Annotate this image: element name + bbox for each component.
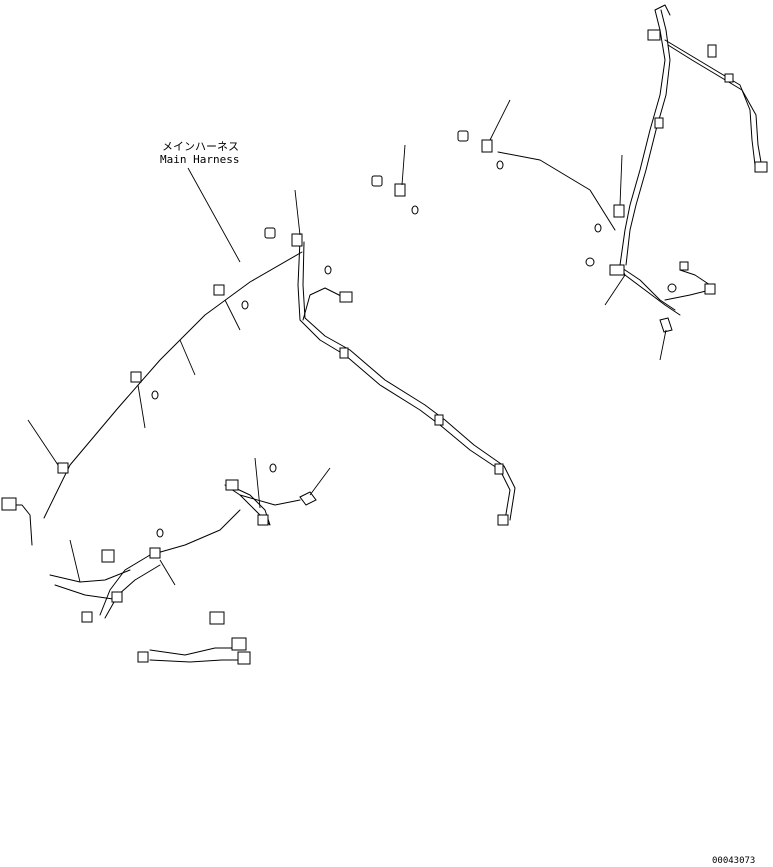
bolt-loop	[269, 463, 277, 473]
bolt-right-1	[585, 257, 595, 267]
bolt-1	[151, 390, 159, 400]
sensor-loop-branch	[224, 463, 317, 526]
connector-right-1	[609, 264, 625, 276]
connector-center-1	[339, 291, 353, 303]
clamp-4	[291, 233, 303, 247]
nut-2	[371, 175, 383, 187]
clip-top-2	[707, 44, 717, 58]
center-harness-branch	[297, 239, 516, 526]
nut-1	[264, 227, 276, 239]
bolt-4	[496, 160, 504, 170]
connector-left-end	[1, 497, 17, 511]
drawing-number: 00043073	[712, 856, 755, 866]
connector-center-2	[497, 514, 509, 526]
bolt-right-3	[594, 223, 602, 233]
clip-center-3	[494, 463, 504, 475]
leader-lines	[27, 99, 667, 586]
connector-lower-4	[101, 549, 115, 563]
main-harness-label-jp: メインハーネス	[162, 140, 239, 153]
clip-lower-3	[149, 547, 161, 559]
clip-center-1	[339, 347, 349, 359]
bolt-lower-1	[156, 528, 164, 538]
bolt-3	[411, 205, 419, 215]
clip-center-2	[434, 414, 444, 426]
connector-lower-2	[231, 637, 247, 651]
clamp-3	[213, 284, 225, 296]
connector-right-2	[704, 283, 716, 295]
clip-loop	[299, 491, 317, 506]
left-harness-branch	[1, 497, 139, 659]
clip-right	[659, 317, 673, 333]
connector-loop-1	[225, 479, 239, 491]
connector-top-2	[754, 161, 768, 173]
bolt-center-1	[324, 265, 332, 275]
lower-harness-branch	[78, 509, 251, 665]
connector-loop-2	[257, 514, 269, 526]
clip-top-3	[724, 73, 734, 83]
clip-top-1	[654, 117, 664, 129]
connector-right-3	[679, 261, 689, 271]
clamp-2	[130, 371, 142, 383]
bolt-2	[241, 300, 249, 310]
trunk-clamps	[57, 139, 625, 474]
nut-3	[457, 130, 469, 142]
clamp-6	[481, 139, 493, 153]
bolt-right-2	[667, 283, 677, 293]
fasteners	[151, 130, 504, 400]
clip-lower-2	[137, 651, 149, 663]
connector-lower-1	[209, 611, 225, 625]
connector-lower-3	[237, 651, 251, 665]
main-harness-trunk	[37, 137, 631, 523]
clamp-1	[57, 462, 69, 474]
main-harness-label-en: Main Harness	[160, 153, 239, 166]
clamp-7	[613, 204, 625, 218]
connector-top-1	[647, 29, 661, 41]
right-harness-branch	[585, 223, 716, 333]
connector-lower-5	[111, 591, 123, 603]
upper-right-harness-branch	[619, 4, 768, 266]
clip-lower-1	[81, 611, 93, 623]
leader-main-harness	[187, 167, 241, 263]
clamp-5	[394, 183, 406, 197]
